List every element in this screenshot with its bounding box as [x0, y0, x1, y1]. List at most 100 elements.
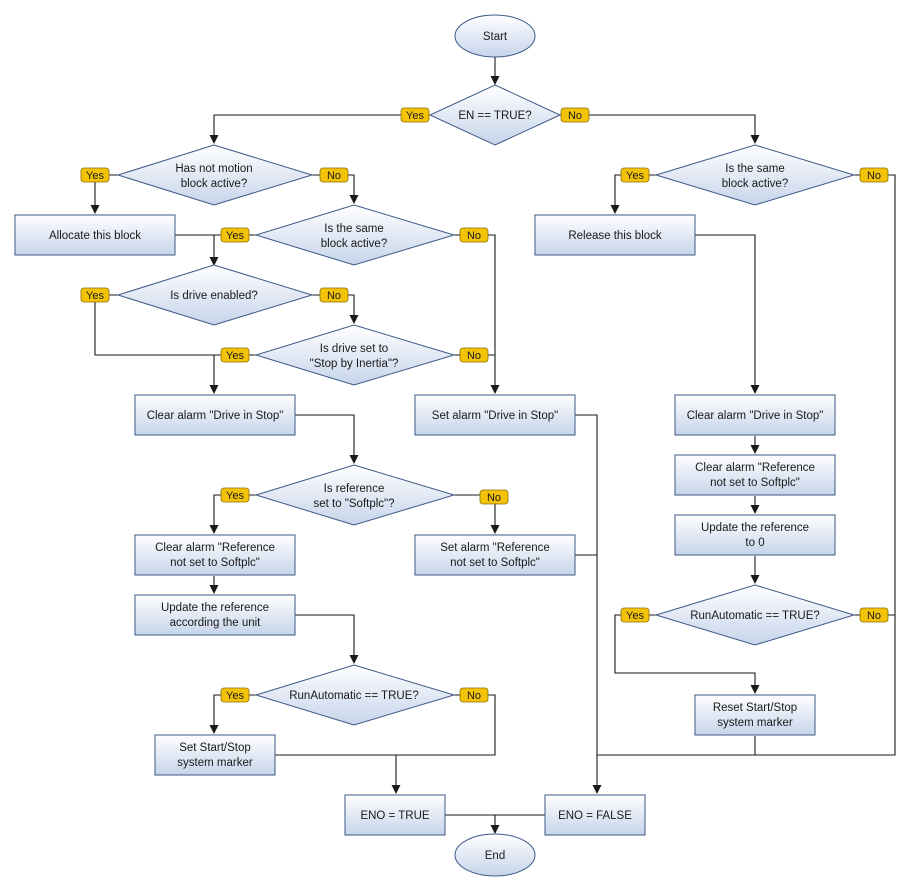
tag-no-run-auto-right: No [859, 607, 889, 623]
tag-yes-stop-inertia-label: Yes [226, 350, 244, 362]
start-label: Start [483, 31, 508, 43]
decision-same-block-right: Is the same block active? [654, 144, 856, 206]
process-update-ref-zero-line2: to 0 [745, 537, 764, 549]
decision-drive-enabled-label: Is drive enabled? [170, 290, 258, 302]
process-eno-false-label: ENO = FALSE [558, 810, 632, 822]
end-terminal: End [454, 833, 536, 877]
decision-ref-softplc-line2: set to "Softplc"? [313, 498, 394, 510]
decision-en-true: EN == TRUE? [428, 84, 562, 146]
process-clear-drive-stop-right: Clear alarm "Drive in Stop" [674, 394, 836, 436]
branch-tags: Yes No Yes No Yes No Yes No [80, 107, 889, 703]
tag-no-ref-softplc-label: No [487, 492, 501, 504]
decision-run-auto-left-label: RunAutomatic == TRUE? [289, 690, 419, 702]
tag-no-stop-inertia: No [459, 347, 489, 363]
process-clear-ref-left-line2: not set to Softplc" [170, 557, 260, 569]
tag-yes-ref-softplc: Yes [220, 487, 250, 503]
tag-yes-drive-enabled-label: Yes [86, 290, 104, 302]
tag-yes-run-auto-left: Yes [220, 687, 250, 703]
tag-yes-en-label: Yes [406, 110, 424, 122]
process-eno-false: ENO = FALSE [544, 794, 646, 836]
tag-yes-same-block-right: Yes [620, 167, 650, 183]
decision-has-not-motion-line1: Has not motion [175, 163, 252, 175]
tag-no-run-auto-right-label: No [867, 610, 881, 622]
tag-yes-drive-enabled: Yes [80, 287, 110, 303]
process-reset-marker-line2: system marker [717, 717, 793, 729]
tag-no-has-not-motion-label: No [327, 170, 341, 182]
process-allocate: Allocate this block [14, 214, 176, 256]
tag-no-run-auto-left-label: No [467, 690, 481, 702]
tag-yes-en: Yes [400, 107, 430, 123]
process-allocate-label: Allocate this block [49, 230, 141, 242]
process-update-ref-zero-line1: Update the reference [701, 522, 809, 534]
tag-yes-same-block-right-label: Yes [626, 170, 644, 182]
decision-stop-inertia: Is drive set to "Stop by Inertia"? [254, 324, 456, 386]
tag-no-same-block-right-label: No [867, 170, 881, 182]
process-clear-drive-stop-left: Clear alarm "Drive in Stop" [134, 394, 296, 436]
tag-no-en: No [560, 107, 590, 123]
decision-en-true-label: EN == TRUE? [458, 110, 531, 122]
tag-no-ref-softplc: No [479, 489, 509, 505]
tag-yes-ref-softplc-label: Yes [226, 490, 244, 502]
tag-yes-same-block-left-label: Yes [226, 230, 244, 242]
decision-same-block-left-line1: Is the same [324, 223, 383, 235]
decision-ref-softplc: Is reference set to "Softplc"? [254, 464, 456, 526]
decision-same-block-right-line2: block active? [722, 178, 788, 190]
tag-yes-run-auto-left-label: Yes [226, 690, 244, 702]
process-eno-true-label: ENO = TRUE [360, 810, 429, 822]
process-reset-marker: Reset Start/Stop system marker [694, 694, 816, 736]
process-clear-ref-right: Clear alarm "Reference not set to Softpl… [674, 454, 836, 496]
process-set-marker-line1: Set Start/Stop [179, 742, 251, 754]
decision-stop-inertia-line2: "Stop by Inertia"? [310, 358, 399, 370]
process-update-ref-unit-line2: according the unit [170, 617, 262, 629]
process-set-marker: Set Start/Stop system marker [154, 734, 276, 776]
process-set-drive-stop: Set alarm "Drive in Stop" [414, 394, 576, 436]
start-terminal: Start [454, 14, 536, 58]
process-set-marker-line2: system marker [177, 757, 253, 769]
decision-same-block-left: Is the same block active? [254, 204, 456, 266]
tag-no-same-block-right: No [859, 167, 889, 183]
tag-no-run-auto-left: No [459, 687, 489, 703]
process-clear-drive-stop-left-label: Clear alarm "Drive in Stop" [147, 410, 284, 422]
process-release-label: Release this block [568, 230, 662, 242]
decision-has-not-motion: Has not motion block active? [116, 144, 314, 206]
process-set-drive-stop-label: Set alarm "Drive in Stop" [432, 410, 558, 422]
process-release: Release this block [534, 214, 696, 256]
tag-no-stop-inertia-label: No [467, 350, 481, 362]
process-clear-ref-right-line2: not set to Softplc" [710, 477, 800, 489]
tag-yes-has-not-motion: Yes [80, 167, 110, 183]
tag-no-drive-enabled: No [319, 287, 349, 303]
decision-same-block-left-line2: block active? [321, 238, 387, 250]
decision-run-auto-right: RunAutomatic == TRUE? [654, 584, 856, 646]
process-update-ref-unit: Update the reference according the unit [134, 594, 296, 636]
tag-no-en-label: No [568, 110, 582, 122]
process-clear-ref-left-line1: Clear alarm "Reference [155, 542, 275, 554]
decision-ref-softplc-line1: Is reference [324, 483, 385, 495]
decision-run-auto-right-label: RunAutomatic == TRUE? [690, 610, 820, 622]
process-clear-drive-stop-right-label: Clear alarm "Drive in Stop" [687, 410, 824, 422]
tag-yes-run-auto-right-label: Yes [626, 610, 644, 622]
process-clear-ref-left: Clear alarm "Reference not set to Softpl… [134, 534, 296, 576]
decision-drive-enabled: Is drive enabled? [116, 264, 314, 326]
decision-same-block-right-line1: Is the same [725, 163, 784, 175]
process-eno-true: ENO = TRUE [344, 794, 446, 836]
process-set-ref: Set alarm "Reference not set to Softplc" [414, 534, 576, 576]
tag-yes-same-block-left: Yes [220, 227, 250, 243]
process-update-ref-unit-line1: Update the reference [161, 602, 269, 614]
decision-stop-inertia-line1: Is drive set to [320, 343, 388, 355]
tag-no-has-not-motion: No [319, 167, 349, 183]
decision-run-auto-left: RunAutomatic == TRUE? [254, 664, 456, 726]
tag-no-drive-enabled-label: No [327, 290, 341, 302]
process-reset-marker-line1: Reset Start/Stop [713, 702, 797, 714]
tag-yes-stop-inertia: Yes [220, 347, 250, 363]
process-clear-ref-right-line1: Clear alarm "Reference [695, 462, 815, 474]
tag-yes-has-not-motion-label: Yes [86, 170, 104, 182]
tag-no-same-block-left-label: No [467, 230, 481, 242]
process-update-ref-zero: Update the reference to 0 [674, 514, 836, 556]
end-label: End [485, 850, 505, 862]
process-set-ref-line2: not set to Softplc" [450, 557, 540, 569]
tag-yes-run-auto-right: Yes [620, 607, 650, 623]
decision-has-not-motion-line2: block active? [181, 178, 247, 190]
tag-no-same-block-left: No [459, 227, 489, 243]
process-set-ref-line1: Set alarm "Reference [440, 542, 550, 554]
